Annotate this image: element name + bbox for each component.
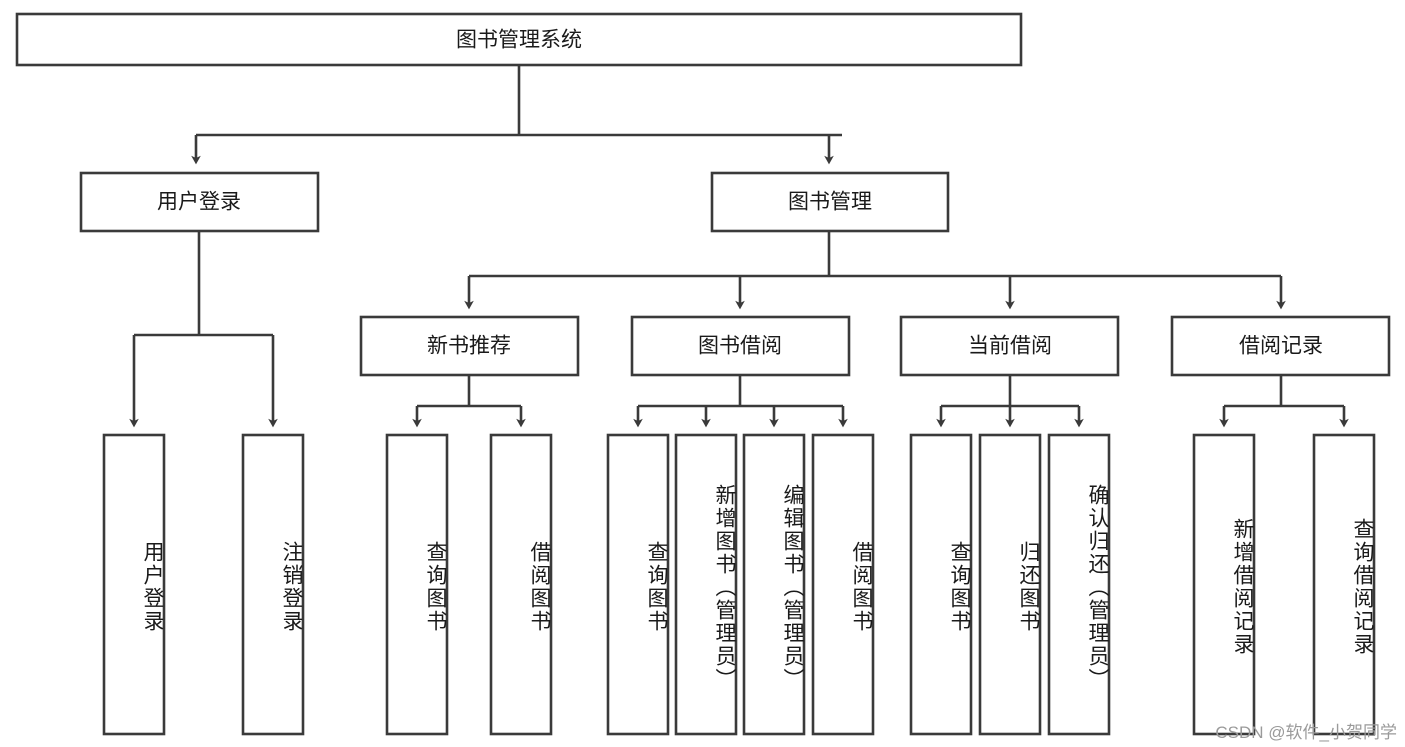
leaf-box-query-borrow-record[interactable] [1312, 433, 1376, 736]
leaf-box-confirm-return-admin[interactable] [1047, 433, 1111, 736]
connector-root-to-level2 [191, 66, 842, 165]
leaf-box-return-book[interactable] [978, 433, 1042, 736]
node-book-management-label: 图书管理 [788, 191, 872, 214]
node-book-management[interactable]: 图书管理 [710, 171, 950, 233]
leaf-box-query-book-1[interactable] [385, 433, 449, 736]
node-root-book-management-system[interactable]: 图书管理系统 [15, 12, 1023, 67]
node-new-book-recommend-label: 新书推荐 [427, 335, 511, 358]
leaf-box-edit-book-admin[interactable] [742, 433, 806, 736]
leaf-box-query-book-2[interactable] [606, 433, 670, 736]
leaf-box-borrow-book-1[interactable] [489, 433, 553, 736]
node-user-login-label: 用户登录 [157, 191, 241, 214]
node-current-borrow-label: 当前借阅 [968, 335, 1052, 358]
leaf-box-borrow-book-2[interactable] [811, 433, 875, 736]
leaf-box-query-book-3[interactable] [909, 433, 973, 736]
leaf-box-add-book-admin[interactable] [674, 433, 738, 736]
leaf-box-logout[interactable] [241, 433, 305, 736]
node-current-borrow[interactable]: 当前借阅 [899, 315, 1120, 377]
node-root-label: 图书管理系统 [456, 29, 582, 52]
leaf-box-user-login[interactable] [102, 433, 166, 736]
node-borrow-record-label: 借阅记录 [1239, 335, 1323, 358]
leaf-box-add-borrow-record[interactable] [1192, 433, 1256, 736]
node-book-borrow[interactable]: 图书借阅 [630, 315, 851, 377]
connector-borrow-record-to-leaves [1219, 376, 1349, 428]
node-new-book-recommend[interactable]: 新书推荐 [359, 315, 580, 377]
node-book-borrow-label: 图书借阅 [698, 335, 782, 358]
connector-book-manage-to-level3 [464, 232, 1286, 310]
connector-user-login-to-leaves [129, 232, 278, 428]
connector-book-borrow-to-leaves [633, 376, 848, 428]
connector-current-borrow-to-leaves [936, 376, 1084, 428]
node-user-login[interactable]: 用户登录 [79, 171, 320, 233]
node-borrow-record[interactable]: 借阅记录 [1170, 315, 1391, 377]
connector-new-book-to-leaves [412, 376, 526, 428]
csdn-watermark: CSDN @软件_小贺同学 [1215, 723, 1397, 742]
